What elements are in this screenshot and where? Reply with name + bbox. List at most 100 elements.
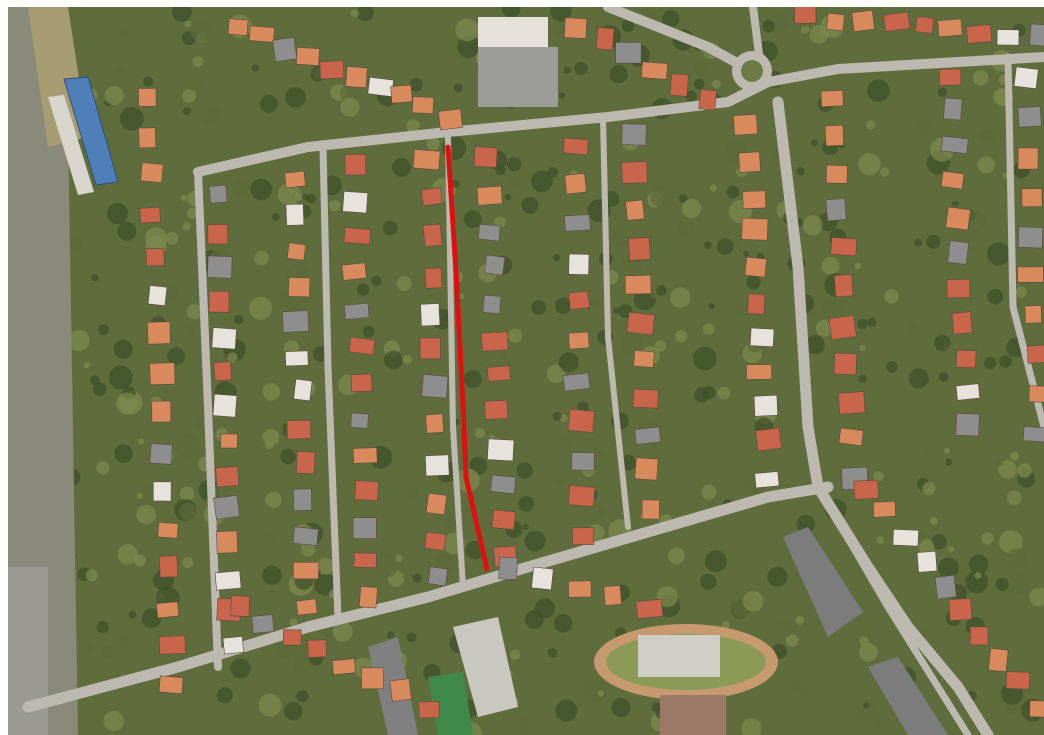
house-roof [292, 526, 319, 546]
tree-canopy [563, 66, 571, 74]
house-roof [352, 517, 377, 539]
rail-corridor [8, 7, 78, 735]
tree-canopy [184, 20, 192, 28]
house-roof [562, 372, 591, 392]
tree-canopy [956, 570, 969, 584]
house-roof [319, 60, 345, 80]
tree-canopy [200, 104, 221, 125]
tree-canopy [857, 318, 868, 330]
house-roof [284, 350, 309, 367]
highlighted-route[interactable] [445, 144, 490, 572]
house-roof [342, 190, 369, 214]
house-roof [562, 137, 589, 156]
house-roof [1017, 226, 1044, 249]
tree-canopy [396, 276, 412, 292]
aerial-map[interactable] [8, 7, 1044, 735]
tree-canopy [866, 120, 876, 130]
tree-canopy [947, 546, 955, 553]
tree-canopy [332, 621, 353, 642]
tree-canopy [873, 471, 884, 482]
tree-canopy [108, 365, 133, 390]
house-roof [825, 164, 848, 184]
tree-canopy [915, 119, 932, 136]
tree-canopy [128, 611, 137, 619]
tree-canopy [716, 238, 734, 255]
house-roof [490, 474, 517, 495]
tree-canopy [945, 458, 953, 466]
tree-canopy [103, 710, 125, 732]
tree-canopy [317, 557, 335, 575]
house-roof [208, 290, 230, 313]
tree-canopy [195, 81, 207, 93]
tree-canopy [561, 438, 573, 450]
house-roof [476, 185, 503, 206]
tree-canopy [118, 28, 128, 39]
tree-canopy [914, 238, 923, 247]
house-roof [733, 113, 758, 136]
tree-canopy [189, 18, 213, 42]
tree-canopy [1010, 574, 1030, 594]
road-parking-lane [814, 483, 972, 735]
tree-canopy [977, 156, 995, 174]
house-roof [491, 509, 516, 530]
house-roof [353, 552, 377, 569]
house-roof [698, 88, 717, 111]
tree-canopy [85, 569, 98, 582]
tree-canopy [611, 698, 631, 718]
tree-canopy [435, 553, 455, 573]
house-roof [603, 585, 622, 606]
tree-canopy [811, 139, 818, 147]
house-roof [621, 123, 647, 146]
tree-canopy [682, 199, 702, 219]
road-street-2 [319, 143, 342, 621]
house-roof [632, 388, 659, 409]
house-roof [216, 530, 238, 554]
house-roof [438, 108, 463, 131]
house-roof [288, 276, 311, 298]
tree-canopy [859, 643, 878, 662]
house-roof [1026, 344, 1044, 364]
tree-canopy [180, 194, 188, 201]
tree-canopy [371, 275, 382, 287]
tree-canopy [858, 374, 867, 383]
tree-canopy [702, 386, 716, 400]
house-roof [286, 242, 307, 261]
tree-canopy [547, 648, 558, 658]
house-roof [744, 256, 768, 278]
house-roof [358, 586, 378, 609]
house-roof [418, 701, 440, 719]
tree-canopy [776, 621, 793, 638]
house-roof [149, 443, 173, 465]
tree-canopy [531, 300, 547, 315]
school-building-2 [868, 657, 948, 735]
tree-canopy [455, 18, 479, 42]
map-canvas[interactable] [8, 7, 1044, 735]
house-roof [307, 639, 327, 658]
tree-canopy [457, 35, 480, 59]
tree-canopy [965, 570, 988, 594]
house-roof [293, 561, 319, 580]
house-roof [138, 127, 157, 149]
tree-canopy [555, 699, 578, 722]
house-roof [425, 492, 448, 516]
house-roof [625, 199, 645, 221]
house-roof [361, 667, 384, 690]
tree-canopy [918, 539, 935, 555]
tree-canopy [981, 532, 994, 545]
house-roof [1024, 305, 1042, 324]
house-roof [564, 173, 587, 195]
road-street-4 [600, 114, 631, 530]
tree-canopy [402, 354, 413, 365]
tree-canopy [104, 85, 124, 106]
house-roof [1028, 385, 1044, 403]
house-roof [940, 170, 965, 190]
house-roof [367, 76, 394, 97]
tree-canopy [463, 210, 482, 229]
house-roof [157, 521, 179, 539]
house-roof [940, 135, 969, 155]
tree-canopy [508, 175, 521, 188]
house-roof [389, 678, 412, 702]
tree-canopy [301, 542, 316, 557]
tree-canopy [114, 68, 126, 79]
house-roof [272, 37, 298, 62]
